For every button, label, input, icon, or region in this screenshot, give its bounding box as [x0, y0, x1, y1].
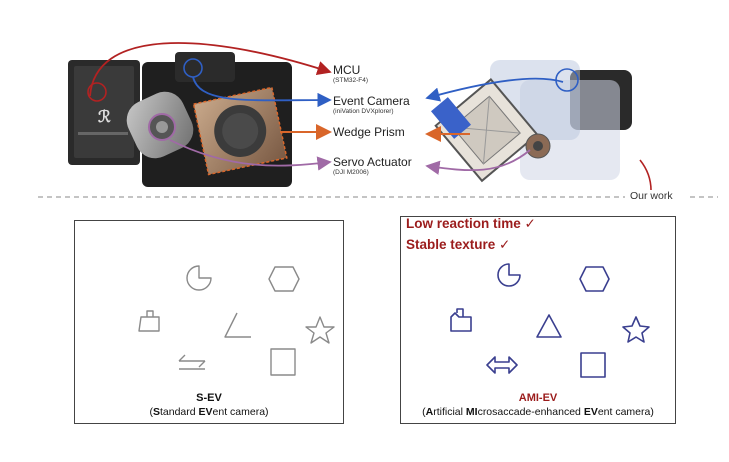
pacman-shape	[186, 265, 212, 291]
right-device	[431, 60, 632, 183]
highlight-reaction-time-text: Low reaction time	[406, 216, 521, 231]
wedge-prism-title: Wedge Prism	[333, 125, 405, 139]
house-shape	[450, 308, 472, 332]
ami-ev-sketch	[450, 263, 650, 378]
wedge-prism-label: Wedge Prism	[333, 126, 405, 139]
mcu-arrow	[89, 42, 332, 97]
highlight-stable-texture: Stable texture ✓	[406, 237, 536, 253]
servo-subtitle: (DJI M2006)	[333, 169, 369, 176]
subtitle-part: S	[152, 406, 160, 418]
hexagon-shape	[268, 266, 300, 292]
left-device: ℛ	[68, 52, 292, 187]
star-shape	[305, 316, 335, 344]
star-shape	[622, 316, 650, 343]
pacman-shape	[497, 263, 521, 287]
highlight-reaction-time: Low reaction time ✓	[406, 216, 536, 232]
subtitle-part: crosaccade-enhanced	[477, 406, 584, 418]
mcu-title: MCU	[333, 63, 361, 77]
subtitle-part: MI	[465, 406, 478, 418]
event-camera-label: Event Camera (iniVation DVXplorer)	[333, 95, 410, 116]
double-arrow-shape	[486, 356, 518, 374]
ami-ev-panel	[400, 216, 676, 424]
house-shape	[138, 310, 160, 332]
event-camera-subtitle: (iniVation DVXplorer)	[333, 108, 394, 115]
our-work-label: Our work	[628, 190, 675, 202]
subtitle-part: ent camera)	[597, 406, 654, 418]
subtitle-part: (	[422, 406, 426, 418]
triangle-shape	[224, 312, 251, 338]
square-shape	[580, 352, 606, 378]
highlight-list: Low reaction time ✓ Stable texture ✓	[406, 216, 536, 253]
subtitle-part: (	[149, 406, 153, 418]
servo-arrow-left	[169, 139, 332, 171]
check-icon: ✓	[524, 216, 536, 231]
subtitle-part: EV	[198, 406, 213, 418]
subtitle-part: tandard	[159, 406, 199, 418]
servo-arrow-right	[425, 149, 531, 175]
separator-line	[38, 196, 718, 198]
triangle-shape	[536, 314, 562, 338]
subtitle-part: ent camera)	[212, 406, 269, 418]
subtitle-part: rtificial	[433, 406, 466, 418]
s-ev-panel	[74, 220, 344, 424]
servo-label: Servo Actuator (DJI M2006)	[333, 156, 412, 177]
servo-title: Servo Actuator	[333, 155, 412, 169]
double-arrow-shape	[178, 354, 206, 370]
s-ev-sketch	[138, 265, 335, 376]
highlight-stable-texture-text: Stable texture	[406, 237, 496, 252]
hardware-illustration: ℛ	[68, 42, 652, 200]
subtitle-part: A	[425, 406, 434, 418]
svg-text:ℛ: ℛ	[98, 109, 111, 126]
s-ev-title: S-EV	[196, 392, 222, 404]
mcu-subtitle: (STM32-F4)	[333, 77, 369, 84]
mcu-label: MCU (STM32-F4)	[333, 64, 368, 85]
square-shape	[270, 348, 296, 376]
ami-ev-subtitle: (Artificial MIcrosaccade-enhanced EVent …	[380, 406, 696, 418]
camera-arrow-left	[192, 76, 332, 108]
check-icon: ✓	[499, 237, 511, 252]
hexagon-shape	[579, 266, 610, 292]
camera-arrow-right	[425, 77, 564, 102]
subtitle-part: EV	[583, 406, 598, 418]
ami-ev-title: AMI-EV	[518, 392, 558, 404]
event-camera-title: Event Camera	[333, 94, 410, 108]
s-ev-subtitle: (Standard EVent camera)	[74, 406, 344, 418]
